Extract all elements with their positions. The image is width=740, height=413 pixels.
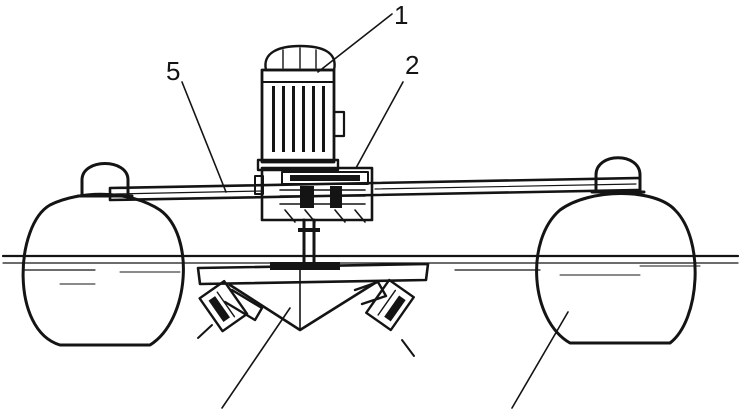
- connecting-beam: [108, 176, 642, 202]
- left-float: [21, 162, 185, 347]
- drive-shaft: [298, 218, 320, 270]
- leader-lines: [181, 13, 569, 409]
- callout-5: 5: [166, 56, 180, 86]
- callout-2: 2: [405, 50, 419, 80]
- gearbox: [254, 166, 374, 223]
- motor: [256, 44, 346, 172]
- callout-1: 1: [394, 0, 408, 30]
- water-surface: [1, 254, 740, 285]
- impeller: [196, 262, 430, 357]
